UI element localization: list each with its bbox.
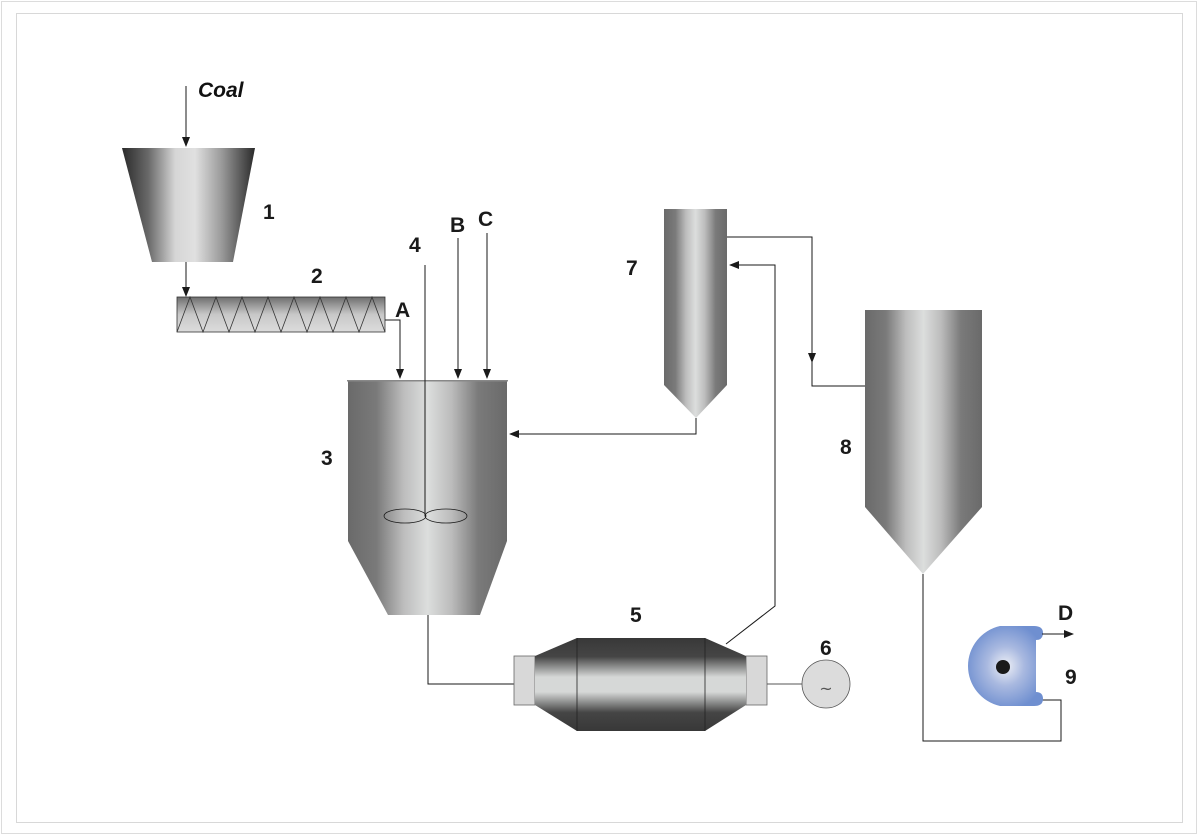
stream-a-line (385, 319, 404, 379)
label-1: 1 (263, 201, 275, 224)
cyclone-to-settler-line (727, 236, 816, 363)
mill[interactable] (513, 638, 768, 731)
label-5: 5 (630, 604, 642, 627)
pump-shaft (996, 660, 1010, 674)
stream-d-label: D (1058, 602, 1073, 625)
stream-a-label: A (395, 299, 410, 322)
label-9: 9 (1065, 666, 1077, 689)
label-7: 7 (626, 257, 638, 280)
label-4: 4 (409, 234, 421, 257)
settler-to-pump-line (922, 574, 1062, 742)
screw-conveyor[interactable] (176, 295, 386, 334)
motor[interactable]: ~ (801, 659, 851, 709)
settling-tank[interactable] (865, 310, 982, 574)
stream-c-label: C (478, 208, 493, 231)
agitator[interactable] (383, 265, 468, 524)
motor-symbol: ~ (819, 679, 832, 698)
label-6: 6 (820, 637, 832, 660)
cyclone-to-tank-line (509, 418, 697, 438)
label-8: 8 (840, 436, 852, 459)
coal-label: Coal (198, 79, 245, 102)
feed-hopper[interactable] (122, 148, 255, 262)
pump[interactable] (968, 626, 1043, 706)
tank-to-mill-line (427, 615, 514, 685)
stream-b-label: B (450, 214, 465, 237)
label-3: 3 (321, 447, 333, 470)
label-2: 2 (311, 265, 323, 288)
mill-to-cyclone-line (725, 261, 776, 645)
mixing-tank[interactable] (347, 380, 508, 615)
cyclone-to-settler-line-b (811, 360, 865, 387)
cyclone-separator[interactable] (664, 209, 727, 418)
